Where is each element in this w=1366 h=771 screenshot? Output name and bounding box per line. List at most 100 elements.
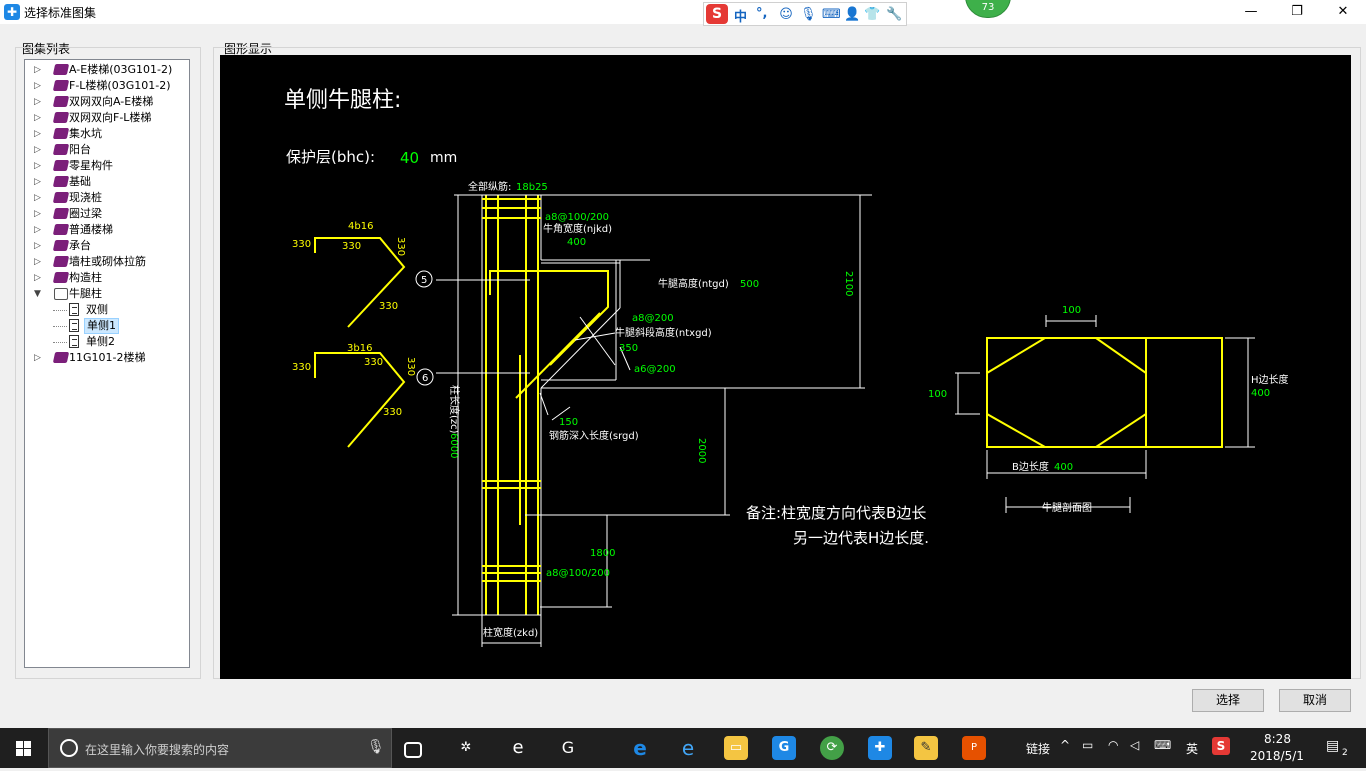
book-icon [52,192,70,203]
chevron-right-icon[interactable]: ▷ [34,257,41,267]
section-h-value: 400 [1251,388,1270,399]
tree-label: 基础 [69,175,91,188]
edge-browser-icon[interactable]: e [633,736,647,760]
office-app-icon[interactable]: P [962,736,986,760]
section-caption: 牛腿剖面图 [1042,501,1092,514]
link-label[interactable]: 链接 [1026,742,1051,756]
corbel-width-value: 400 [567,237,586,248]
swirl-app-icon[interactable]: G [561,738,575,757]
drawing-canvas: 单侧牛腿柱: 保护层(bhc): 40 mm 全部纵筋: 18b25 [220,55,1351,679]
section-drawing [986,337,1223,448]
tree-label: 双网双向A-E楼梯 [69,95,154,108]
chevron-down-icon[interactable]: ▼ [34,289,41,299]
microphone-icon[interactable]: 🎙 [367,739,385,755]
plus-cross-app-icon[interactable]: ✚ [868,736,892,760]
emoji-icon[interactable]: ☺ [779,7,793,22]
skin-shirt-icon[interactable]: 👕 [864,7,881,22]
chevron-right-icon[interactable]: ▷ [34,209,41,219]
green-app-icon[interactable]: ⟳ [820,736,844,760]
user-icon[interactable]: 👤 [844,7,861,22]
minimize-button[interactable]: — [1244,4,1258,19]
close-button[interactable]: ✕ [1337,4,1349,19]
dimension-lines [436,194,872,647]
bar6-left: 330 [292,362,311,373]
stirrup-bottom: a8@100/200 [546,568,610,579]
g-app-icon[interactable]: G [772,736,796,760]
notes-app-icon[interactable]: ✎ [914,736,938,760]
maximize-button[interactable]: ❐ [1291,4,1303,19]
chevron-right-icon[interactable]: ▷ [34,353,41,363]
ime-mode[interactable]: 中 [734,10,748,25]
chevron-right-icon[interactable]: ▷ [34,129,41,139]
atlas-tree[interactable]: ▷A-E楼梯(03G101-2)▷F-L楼梯(03G101-2)▷双网双向A-E… [24,59,190,668]
chevron-up-icon[interactable]: ^ [1060,738,1071,752]
select-button[interactable]: 选择 [1192,689,1264,712]
start-button[interactable] [0,728,48,768]
bar5-diag: 330 [379,301,398,312]
chevron-right-icon[interactable]: ▷ [34,161,41,171]
sogou-tray-icon[interactable]: S [1212,737,1230,755]
keyboard-icon[interactable]: ⌨ [822,7,841,22]
section-b-label: B边长度 [1012,460,1049,473]
chevron-right-icon[interactable]: ▷ [34,81,41,91]
fan-app-icon[interactable]: ✲ [460,740,472,755]
marker-5 [415,270,433,288]
notification-icon[interactable]: ▤ [1326,738,1340,754]
chevron-right-icon[interactable]: ▷ [34,65,41,75]
keyboard-icon[interactable]: ⌨ [1154,738,1172,752]
marker-6 [416,368,434,386]
chevron-right-icon[interactable]: ▷ [34,177,41,187]
tree-connector [53,342,67,343]
cover-label: 保护层(bhc): [286,148,375,166]
chevron-right-icon[interactable]: ▷ [34,113,41,123]
all-rebar-value: 18b25 [516,182,548,193]
book-icon [52,272,70,283]
book-icon [52,128,70,139]
drawing-title: 单侧牛腿柱: [284,88,401,113]
edge-icon[interactable]: e [512,737,524,758]
tree-label: 现浇桩 [69,191,102,204]
chevron-right-icon[interactable]: ▷ [34,97,41,107]
microphone-icon[interactable]: 🎙 [800,7,817,22]
chevron-right-icon[interactable]: ▷ [34,145,41,155]
section-b-value: 400 [1054,462,1073,473]
ime-punct[interactable]: °, [756,6,768,21]
wifi-icon[interactable]: ◠ [1108,738,1119,752]
marker6-label: 6 [422,373,428,384]
volume-icon[interactable]: ◁ [1130,738,1140,752]
wrench-icon[interactable]: 🔧 [886,7,903,22]
tree-label: 圈过梁 [69,207,102,220]
tree-label: 普通楼梯 [69,223,113,236]
chevron-right-icon[interactable]: ▷ [34,241,41,251]
clock-date[interactable]: 2018/5/1 [1250,749,1304,763]
book-icon [52,208,70,219]
chevron-right-icon[interactable]: ▷ [34,193,41,203]
windows-logo-icon [16,741,31,756]
search-placeholder: 在这里输入你要搜索的内容 [85,743,230,757]
taskbar-search[interactable]: 在这里输入你要搜索的内容 🎙 [48,728,392,768]
chevron-right-icon[interactable]: ▷ [34,273,41,283]
bar5-right: 330 [395,237,406,256]
notification-count: 2 [1342,748,1348,758]
ie-icon[interactable]: e [681,736,695,760]
bar5-left: 330 [292,239,311,250]
column-length-value: 6000 [448,433,459,458]
tree-label: 构造柱 [69,271,102,284]
file-explorer-icon[interactable]: ▭ [724,736,748,760]
column-width-label: 柱宽度(zkd) [483,626,538,639]
clock-time[interactable]: 8:28 [1264,732,1291,746]
task-view-icon[interactable] [404,742,422,758]
stirrup-corbel: a8@200 [632,313,674,324]
cancel-button[interactable]: 取消 [1279,689,1351,712]
book-icon [52,80,70,91]
lang-indicator[interactable]: 英 [1186,742,1199,756]
bar5-mid: 330 [342,241,361,252]
taskbar: 在这里输入你要搜索的内容 🎙 ✲ e G e e ▭ G ⟳ ✚ ✎ P 链接 … [0,728,1366,768]
chevron-right-icon[interactable]: ▷ [34,225,41,235]
cover-value: 40 [400,149,419,167]
tree-label: 单侧2 [86,335,115,348]
tree-groupbox [15,47,201,679]
battery-icon[interactable]: ▭ [1082,738,1094,752]
sogou-logo-icon[interactable]: S [706,4,728,24]
tree-connector [53,310,67,311]
